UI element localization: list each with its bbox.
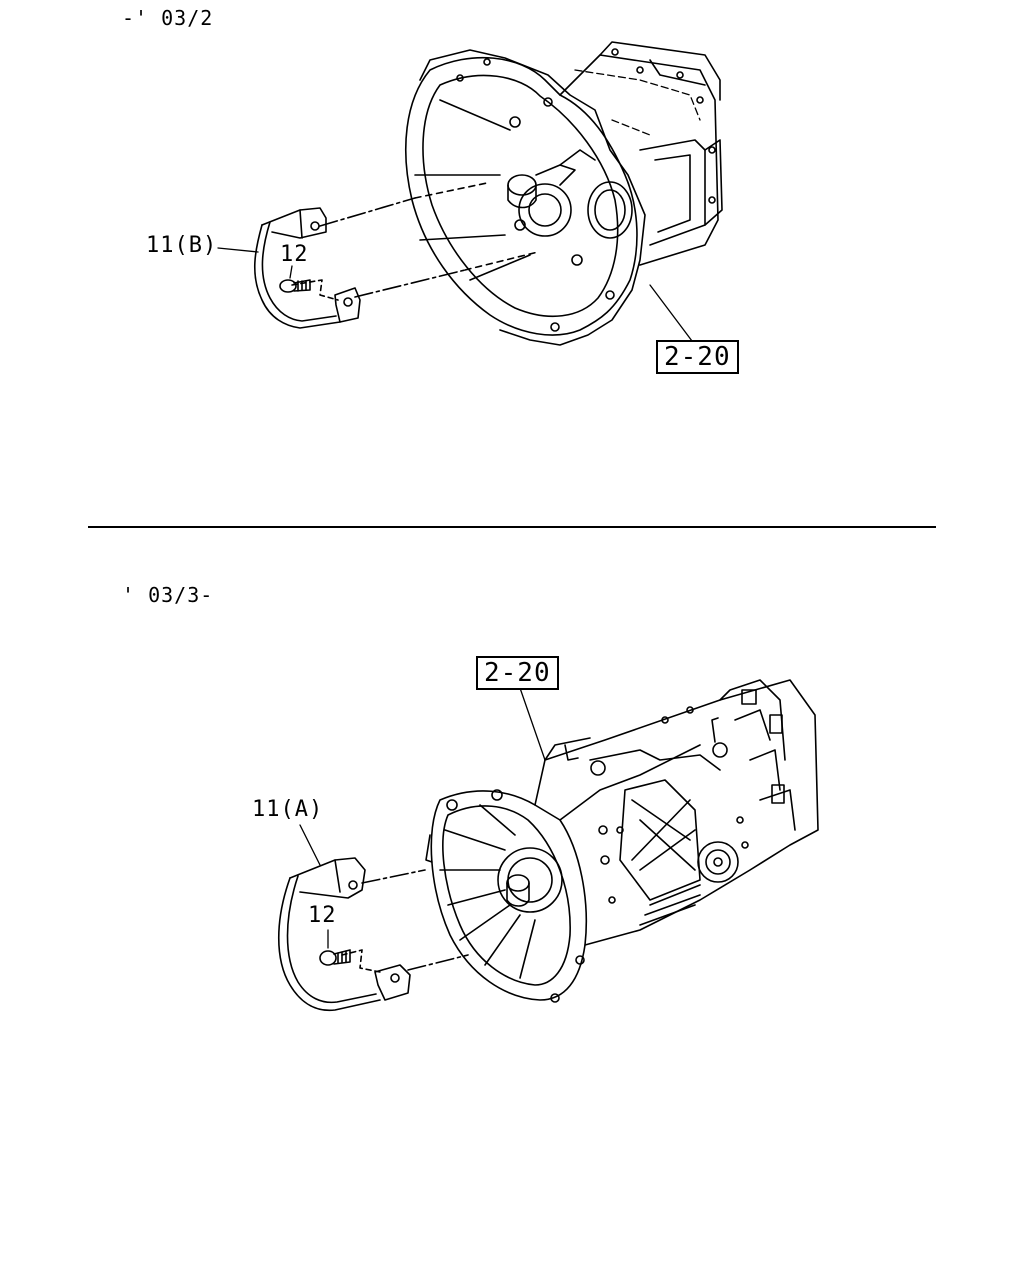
transmission-housing-top [404, 41, 723, 346]
bolt-12-bottom [319, 949, 351, 966]
transmission-assembly-bottom [425, 679, 819, 1003]
callout-bolt-12-bottom: 12 [308, 903, 337, 928]
bolt-12-top [279, 279, 311, 293]
callout-bracket-11a: 11(A) [252, 797, 324, 822]
bracket-11a [278, 857, 411, 1012]
section-divider [88, 526, 936, 528]
period-label-top: -' 03/2 [122, 6, 214, 30]
callout-bracket-11b: 11(B) [146, 233, 218, 258]
period-label-bottom: ' 03/3- [122, 583, 214, 607]
reference-box-top[interactable]: 2-20 [656, 340, 739, 374]
bracket-11b [253, 207, 361, 329]
reference-box-bottom[interactable]: 2-20 [476, 656, 559, 690]
callout-bolt-12-top: 12 [280, 242, 309, 267]
